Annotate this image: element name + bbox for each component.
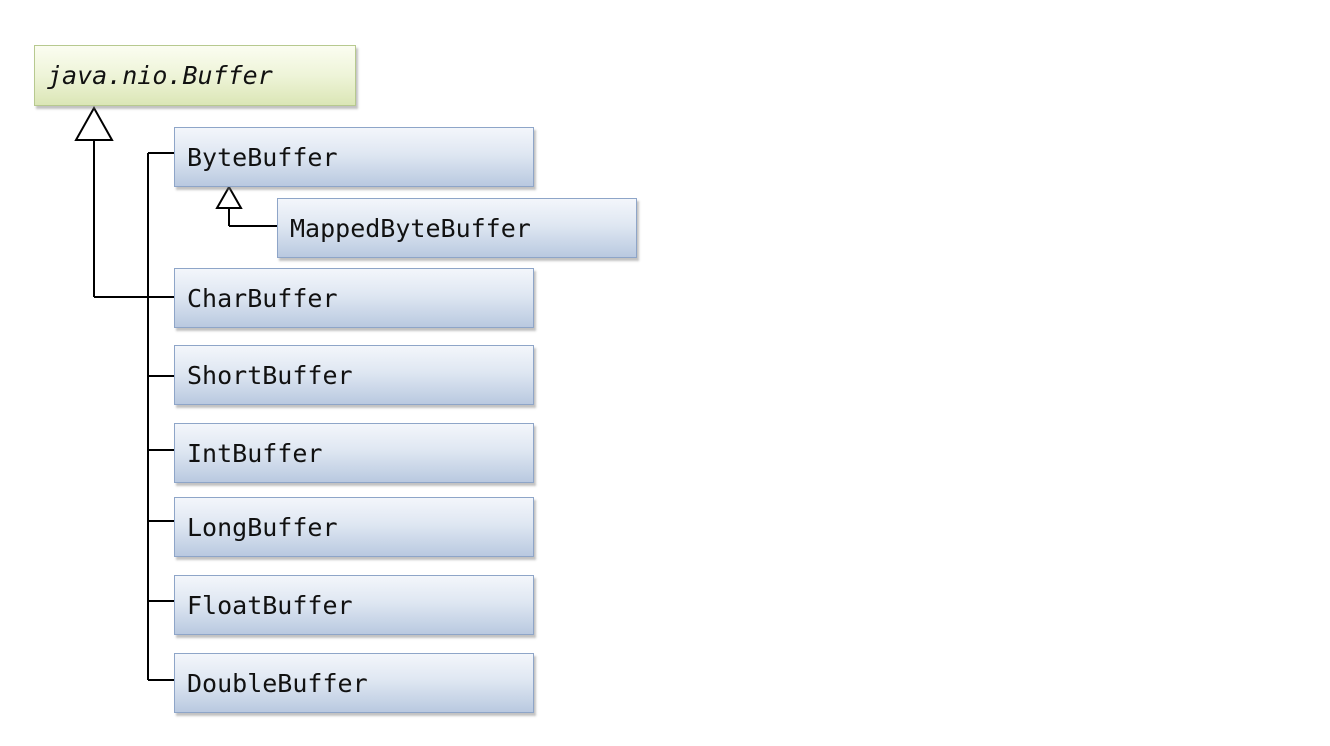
- class-bytebuffer-label: ByteBuffer: [187, 142, 338, 172]
- class-doublebuffer[interactable]: DoubleBuffer: [174, 653, 534, 713]
- generalization-arrowhead-bytebuffer: [215, 184, 243, 209]
- class-mappedbytebuffer-label: MappedByteBuffer: [290, 213, 531, 243]
- class-doublebuffer-label: DoubleBuffer: [187, 668, 368, 698]
- class-longbuffer[interactable]: LongBuffer: [174, 497, 534, 557]
- class-shortbuffer-label: ShortBuffer: [187, 360, 353, 390]
- class-bytebuffer[interactable]: ByteBuffer: [174, 127, 534, 187]
- class-floatbuffer[interactable]: FloatBuffer: [174, 575, 534, 635]
- class-mappedbytebuffer[interactable]: MappedByteBuffer: [277, 198, 637, 258]
- class-intbuffer-label: IntBuffer: [187, 438, 323, 468]
- class-charbuffer[interactable]: CharBuffer: [174, 268, 534, 328]
- class-charbuffer-label: CharBuffer: [187, 283, 338, 313]
- class-intbuffer[interactable]: IntBuffer: [174, 423, 534, 483]
- class-shortbuffer[interactable]: ShortBuffer: [174, 345, 534, 405]
- class-longbuffer-label: LongBuffer: [187, 512, 338, 542]
- class-java-nio-buffer[interactable]: java.nio.Buffer: [34, 45, 356, 106]
- generalization-arrowhead: [74, 105, 114, 141]
- class-floatbuffer-label: FloatBuffer: [187, 590, 353, 620]
- class-java-nio-buffer-label: java.nio.Buffer: [47, 61, 273, 90]
